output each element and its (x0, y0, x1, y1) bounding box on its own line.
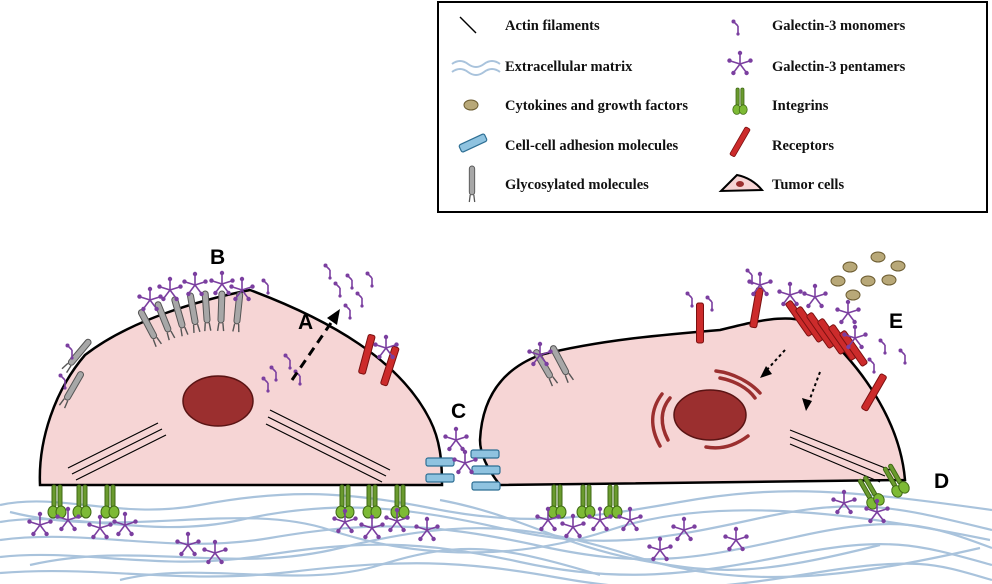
adhesion-molecule-icon (458, 133, 488, 153)
actin-filaments-right (789, 429, 891, 483)
signal-arrowheads (760, 366, 812, 411)
legend-label-monomers: Galectin-3 monomers (772, 18, 906, 34)
legend-label-pentamers: Galectin-3 pentamers (772, 59, 906, 75)
panel-label-c: C (451, 400, 466, 423)
legend-label-actin: Actin filaments (505, 18, 600, 34)
actin-filament-icon (459, 16, 477, 34)
nucleus-left (182, 375, 254, 427)
extracellular-matrix (0, 490, 992, 584)
tumor-cell-right (478, 317, 907, 487)
legend-label-receptors: Receptors (772, 138, 834, 154)
legend-label-matrix: Extracellular matrix (505, 59, 633, 75)
nuclear-signal-arcs (651, 369, 762, 450)
legend-label-integrins: Integrins (772, 98, 829, 114)
legend-label-glycosylated: Glycosylated molecules (505, 177, 649, 193)
legend-box (437, 1, 988, 213)
panel-label-d: D (934, 470, 949, 493)
legend-label-cytokines: Cytokines and growth factors (505, 98, 688, 114)
panel-label-e: E (889, 310, 903, 333)
cytokine-icon (463, 99, 479, 111)
panel-label-b: B (210, 246, 225, 269)
actin-filaments-left (67, 409, 391, 483)
legend-label-tumor: Tumor cells (772, 177, 844, 193)
panel-label-a: A (298, 311, 313, 334)
tumor-cell-left (38, 288, 444, 487)
tumor-cell-icon (718, 173, 765, 193)
nucleus-right (673, 389, 747, 441)
signal-arrows-dotted (764, 349, 821, 405)
extracellular-matrix-icon (451, 60, 501, 76)
legend-label-adhesion: Cell-cell adhesion molecules (505, 138, 679, 154)
cytokines (830, 251, 906, 301)
legend: Actin filaments Extracellular matrix Cyt… (437, 1, 988, 213)
glycosylated-molecule-icon (468, 165, 476, 203)
secretion-arrow (290, 309, 340, 381)
